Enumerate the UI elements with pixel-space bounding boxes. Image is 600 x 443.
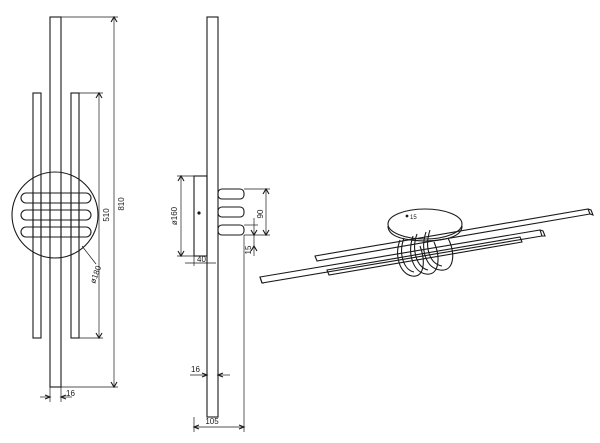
side-bar-width-label: 16 xyxy=(191,365,200,374)
persp-screw xyxy=(405,214,409,218)
front-view: 16 810 510 ø180 xyxy=(11,15,126,402)
side-offset-label: 15 xyxy=(244,245,253,254)
front-inner-height-label: 510 xyxy=(102,208,111,222)
front-height-label: 810 xyxy=(117,197,126,211)
front-diameter-label: ø180 xyxy=(88,264,103,285)
dim-40 xyxy=(185,256,216,266)
dim-510 xyxy=(79,91,103,340)
front-loops xyxy=(20,192,92,238)
canopy-circle xyxy=(11,171,99,259)
persp-bar-back xyxy=(314,208,594,262)
side-screw xyxy=(197,211,201,215)
center-bar xyxy=(49,16,62,388)
dim-90 xyxy=(244,187,270,237)
side-depth-label: 40 xyxy=(197,255,206,264)
perspective-view: 15 xyxy=(259,208,594,284)
persp-coils xyxy=(397,229,454,277)
side-spacing-label: 90 xyxy=(256,209,265,218)
persp-bar-short xyxy=(326,236,523,276)
persp-mark-label: 15 xyxy=(410,215,417,221)
left-bar xyxy=(32,92,42,339)
dim-810 xyxy=(61,15,118,389)
dim-16-side xyxy=(190,370,230,380)
side-total-depth-label: 105 xyxy=(205,417,219,426)
dim-15 xyxy=(244,218,258,256)
side-diameter-label: ø160 xyxy=(170,206,179,225)
diameter-leader xyxy=(81,245,97,265)
side-view: ø160 40 90 15 16 105 xyxy=(170,16,270,432)
front-width-label: 16 xyxy=(66,389,75,398)
dim-16-front xyxy=(40,387,72,402)
dim-105 xyxy=(192,235,246,432)
persp-canopy xyxy=(387,208,463,240)
side-loops xyxy=(217,188,245,236)
persp-bar-front xyxy=(259,229,546,284)
side-canopy xyxy=(193,175,208,257)
right-bar xyxy=(70,92,80,339)
side-bar xyxy=(206,16,219,418)
dim-160 xyxy=(177,174,194,258)
persp-canopy-rim xyxy=(387,225,463,242)
